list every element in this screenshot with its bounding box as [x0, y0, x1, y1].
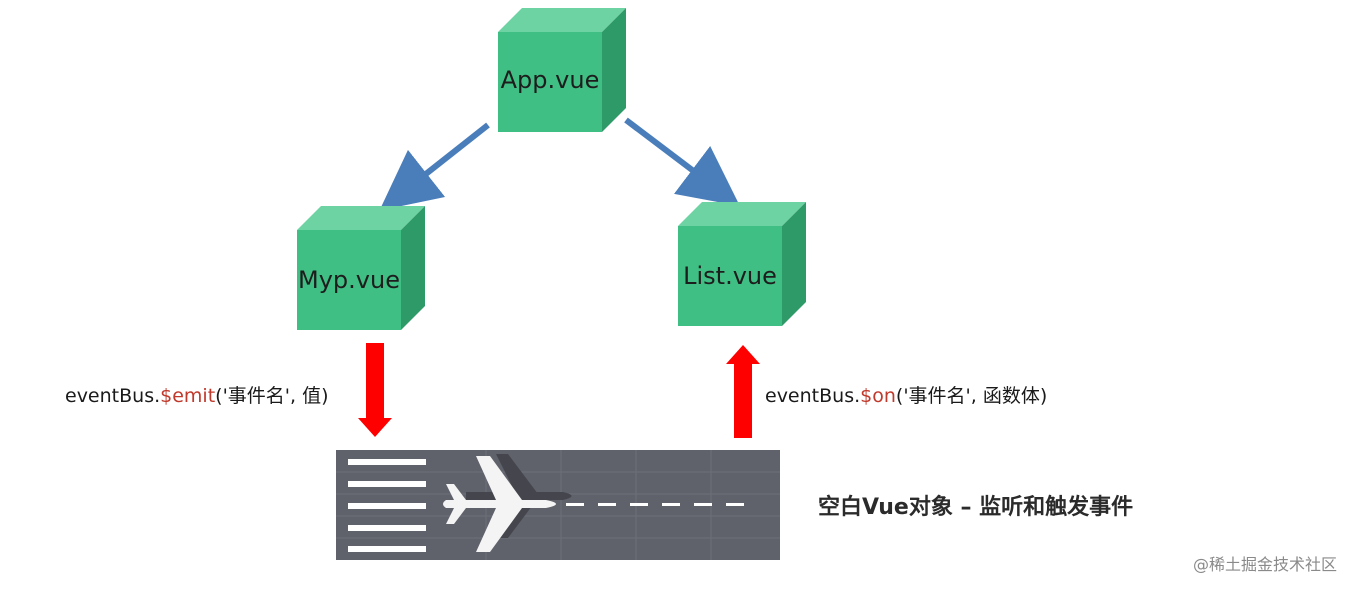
- app-vue-label: App.vue: [500, 66, 600, 94]
- emit-method: $emit: [160, 385, 216, 407]
- arrow-app-to-myp: [379, 122, 490, 211]
- emit-arrow: [358, 343, 392, 437]
- watermark: @稀土掘金技术社区: [1192, 555, 1337, 574]
- cube-icon: [678, 202, 806, 326]
- threshold-markings: [348, 459, 426, 552]
- on-code-label: eventBus.$on('事件名', 函数体): [765, 381, 1047, 408]
- airplane-icon: [443, 454, 572, 552]
- list-vue-label: List.vue: [683, 262, 777, 290]
- centerline-markings: [566, 503, 744, 506]
- emit-args: ('事件名', 值): [215, 385, 329, 407]
- on-args: ('事件名', 函数体): [895, 385, 1048, 407]
- app-vue-node: App.vue: [498, 8, 626, 136]
- emit-code-label: eventBus.$emit('事件名', 值): [65, 381, 329, 408]
- on-arrow: [726, 345, 760, 438]
- list-vue-node: List.vue: [678, 202, 806, 330]
- arrow-app-to-list: [624, 117, 740, 207]
- cube-icon: [297, 206, 425, 330]
- on-prefix: eventBus.: [765, 385, 861, 407]
- runway-caption: 空白Vue对象 – 监听和触发事件: [818, 495, 1134, 520]
- cube-icon: [498, 8, 626, 132]
- myp-vue-node: Myp.vue: [297, 206, 425, 334]
- myp-vue-label: Myp.vue: [298, 266, 400, 294]
- runway-image: [336, 450, 780, 560]
- on-method: $on: [860, 385, 896, 407]
- emit-prefix: eventBus.: [65, 385, 161, 407]
